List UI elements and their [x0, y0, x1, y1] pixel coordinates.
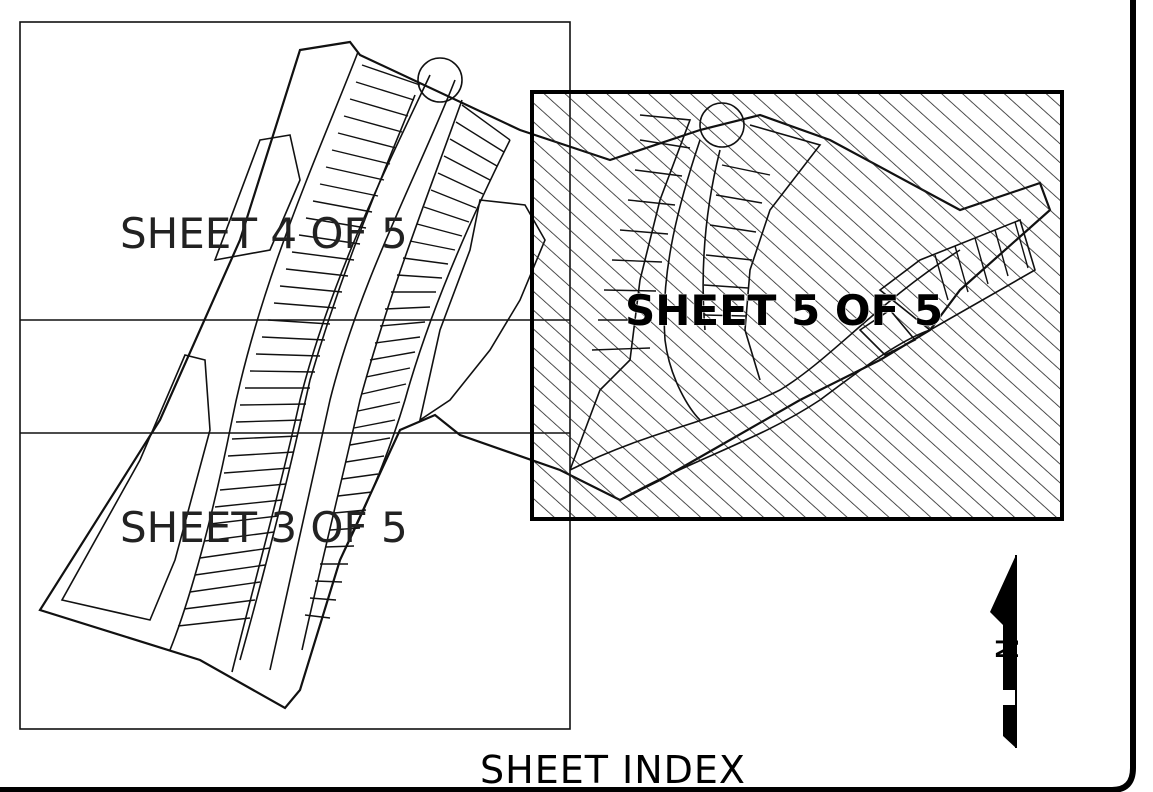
- sheet-5-lot-linework: [569, 102, 1036, 501]
- cul-de-sac-north: [417, 57, 463, 103]
- sheet-5-outline: [530, 90, 1064, 521]
- lot-row-east: [301, 99, 511, 651]
- street-centerline-west: [231, 74, 431, 673]
- diagram-title: SHEET INDEX: [480, 748, 746, 792]
- sheet-5-label: SHEET 5 OF 5: [625, 286, 943, 335]
- lot-row-west: [169, 51, 416, 661]
- sheet-3-4-outline: [19, 21, 571, 730]
- sheet-5-lot-ticks: [591, 139, 1029, 351]
- sheet-3-label: SHEET 3 OF 5: [120, 503, 408, 552]
- north-arrow-icon: N: [990, 555, 1026, 748]
- north-letter: N: [991, 638, 1026, 660]
- lot-lines-east: [304, 104, 511, 619]
- lot-lines-west: [177, 64, 421, 627]
- open-space-area-east: [418, 199, 546, 422]
- open-space-area-west: [60, 354, 211, 621]
- sheet-4-label: SHEET 4 OF 5: [120, 209, 408, 258]
- open-space-area-north: [213, 134, 301, 262]
- street-centerline-east: [269, 79, 456, 671]
